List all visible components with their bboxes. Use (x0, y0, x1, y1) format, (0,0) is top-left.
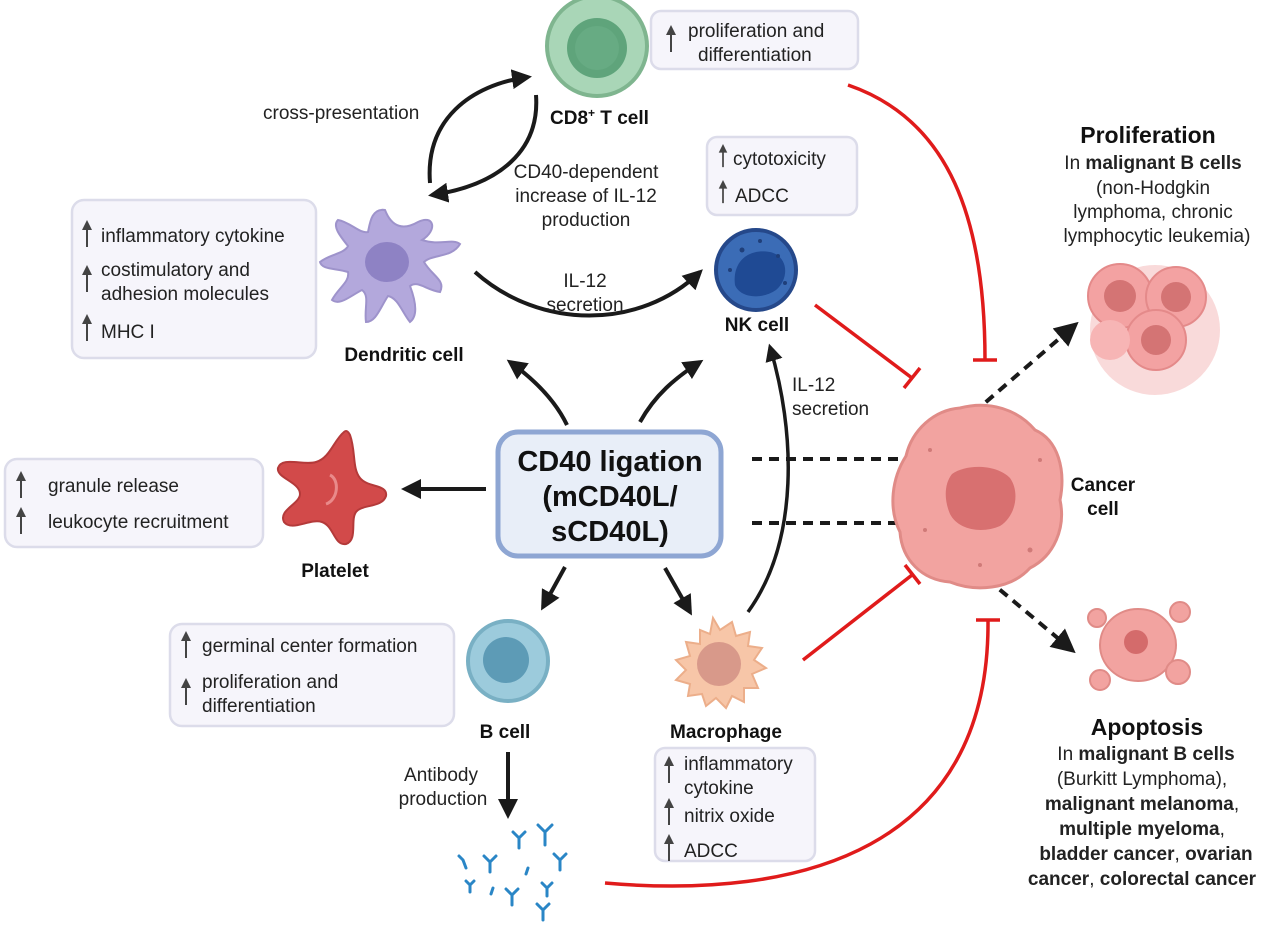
inhibition-lines (604, 83, 1000, 888)
dendritic-cell-label: Dendritic cell (344, 345, 463, 366)
nk-effect-line: cytotoxicity (733, 149, 826, 170)
apoptosis-title: Apoptosis (1091, 714, 1203, 740)
antibody-production-label: production (399, 789, 488, 810)
macrophage-effect-line: cytokine (684, 778, 754, 799)
cd40-ligation-box: CD40 ligation (mCD40L/ sCD40L) (495, 429, 724, 559)
apoptosis-line: (Burkitt Lymphoma), (1057, 769, 1227, 790)
macrophage-label: Macrophage (670, 722, 782, 743)
proliferation-line: (non-Hodgkin (1096, 178, 1210, 199)
cd40-il12-label: increase of IL-12 (515, 186, 657, 207)
dashed-arrow-proliferation (752, 321, 1079, 461)
arrow-dc-to-cd8 (427, 69, 532, 184)
antibodies (457, 823, 568, 922)
apoptosis-line: malignant melanoma, (1045, 794, 1239, 815)
arrow-cd8-to-dc (428, 94, 539, 203)
proliferation-line: lymphoma, chronic (1073, 202, 1232, 223)
il12-secretion-label: secretion (546, 295, 623, 316)
apoptosis-text: Apoptosis In malignant B cells (Burkitt … (1028, 714, 1257, 890)
il12-secretion-mac-label: IL-12 (792, 375, 835, 396)
antibody-production-label: Antibody (404, 765, 478, 786)
proliferation-line: lymphocytic leukemia) (1064, 226, 1251, 247)
nk-effect-line: ADCC (735, 186, 789, 207)
dendritic-effect-line: MHC I (101, 322, 155, 343)
dendritic-effects-box: inflammatory cytokine costimulatory and … (70, 198, 318, 360)
center-line: CD40 ligation (517, 446, 702, 478)
macrophage-effect-line: nitrix oxide (684, 806, 775, 827)
arrow-center-to-macrophage (663, 567, 692, 616)
platelet-effect-line: leukocyte recruitment (48, 512, 229, 533)
proliferation-text: Proliferation In malignant B cells (non-… (1064, 122, 1251, 247)
macrophage-effect-line: inflammatory (684, 754, 793, 775)
dendritic-effect-line: costimulatory and (101, 260, 250, 281)
proliferation-in-line: In malignant B cells (1064, 153, 1241, 174)
cross-presentation-label: cross-presentation (263, 103, 419, 124)
bcell-effects-box: germinal center formation proliferation … (168, 622, 456, 728)
activation-arrows (401, 69, 790, 819)
b-cell-label: B cell (480, 722, 531, 743)
apoptosis-in-line: In malignant B cells (1057, 744, 1234, 765)
inhibit-macrophage-to-cancer (801, 573, 914, 662)
bcell-effect-line: differentiation (202, 696, 316, 717)
inhibit-nk-to-cancer (813, 303, 914, 380)
bcell-effect-line: proliferation and (202, 672, 338, 693)
macrophage (674, 615, 769, 710)
inhibit-cd8-to-cancer (847, 83, 987, 361)
b-cell (466, 619, 550, 703)
apoptosis-line: bladder cancer, ovarian (1039, 844, 1252, 865)
platelet-label: Platelet (301, 561, 369, 582)
cd8-effects-box: proliferation and differentiation (649, 9, 860, 71)
il12-secretion-mac-label: secretion (792, 399, 869, 420)
apoptotic-cell (1087, 601, 1191, 691)
cancer-cell (891, 403, 1064, 590)
nk-cell (714, 228, 798, 312)
dashed-arrows (752, 321, 1079, 654)
center-line: (mCD40L/ (542, 481, 677, 513)
cd8-effect-line: differentiation (698, 45, 812, 66)
inhibit-bar (903, 563, 922, 586)
inhibit-antibody-to-cancer (604, 619, 990, 888)
arrow-center-to-dc (506, 359, 569, 426)
macrophage-effect-line: ADCC (684, 841, 738, 862)
cd40-il12-label: production (542, 210, 631, 231)
cd40-il12-label: CD40-dependent (514, 162, 659, 183)
platelet-effect-line: granule release (48, 476, 179, 497)
apoptosis-line: multiple myeloma, (1059, 819, 1225, 840)
platelet (276, 430, 388, 546)
cancer-cell-label: cell (1087, 499, 1119, 520)
arrow-dc-to-nk (473, 269, 703, 318)
cd8-effect-line: proliferation and (688, 21, 824, 42)
apoptosis-line: cancer, colorectal cancer (1028, 869, 1257, 890)
macrophage-effects-box: inflammatory cytokine nitrix oxide ADCC (653, 746, 817, 863)
cancer-cell-label: Cancer (1071, 475, 1136, 496)
nk-effects-box: cytotoxicity ADCC (705, 135, 859, 217)
arrow-center-to-nk (638, 359, 704, 423)
dashed-arrow-apoptosis (752, 521, 1076, 654)
bcell-effect-line: germinal center formation (202, 636, 417, 657)
il12-secretion-label: IL-12 (563, 271, 606, 292)
dendritic-effect-line: inflammatory cytokine (101, 226, 285, 247)
dendritic-cell (318, 208, 462, 324)
proliferating-cells (1087, 263, 1220, 395)
cd8-t-cell-label: CD8+ T cell (550, 106, 649, 129)
arrow-center-to-bcell (541, 566, 567, 611)
center-line: sCD40L) (551, 516, 669, 548)
arrow-macrophage-to-nk (746, 343, 790, 614)
proliferation-title: Proliferation (1080, 122, 1215, 148)
platelet-effects-box: granule release leukocyte recruitment (3, 457, 265, 549)
inhibit-bar (902, 366, 922, 390)
nk-cell-label: NK cell (725, 315, 789, 336)
cd8-t-cell (545, 0, 649, 98)
dendritic-effect-line: adhesion molecules (101, 284, 269, 305)
